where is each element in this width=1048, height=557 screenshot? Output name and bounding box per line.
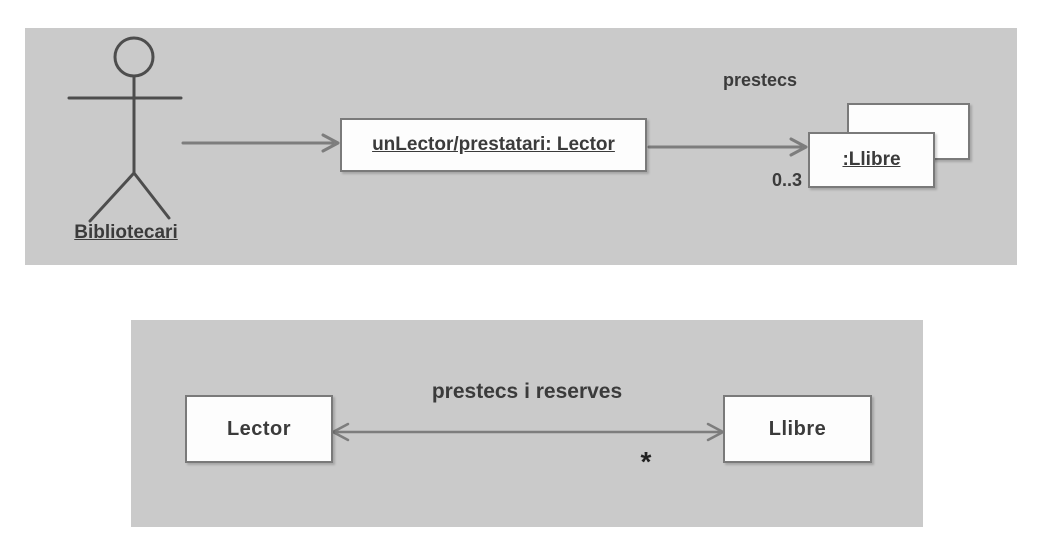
link-label: prestecs bbox=[722, 70, 798, 90]
object-diagram-lines bbox=[67, 36, 808, 223]
association-multiplicity-label: * bbox=[640, 446, 652, 477]
association-arrow bbox=[331, 422, 725, 442]
actor-to-object-arrow bbox=[181, 133, 340, 153]
multiobject-label: :Llibre bbox=[842, 149, 901, 170]
object-diagram-panel: Bibliotecari unLector/prestatari: Lector… bbox=[25, 28, 1017, 265]
class-box-llibre: Llibre bbox=[723, 395, 872, 463]
association-label: prestecs i reserves bbox=[431, 380, 623, 403]
class-box-lector: Lector bbox=[185, 395, 333, 463]
prestecs-link-arrow bbox=[647, 137, 808, 157]
class-label-llibre: Llibre bbox=[768, 417, 827, 440]
object-instance-label: unLector/prestatari: Lector bbox=[372, 134, 615, 155]
link-multiplicity-label: 0..3 bbox=[771, 170, 802, 190]
class-diagram-lines bbox=[331, 422, 725, 442]
class-diagram-panel: prestecs i reserves Lector Llibre * bbox=[131, 320, 923, 527]
class-label-lector: Lector bbox=[226, 417, 292, 440]
multiobject-front-box: :Llibre bbox=[808, 132, 935, 188]
actor-label: Bibliotecari bbox=[74, 222, 178, 243]
object-instance-box: unLector/prestatari: Lector bbox=[340, 118, 647, 172]
actor-icon bbox=[67, 36, 183, 223]
